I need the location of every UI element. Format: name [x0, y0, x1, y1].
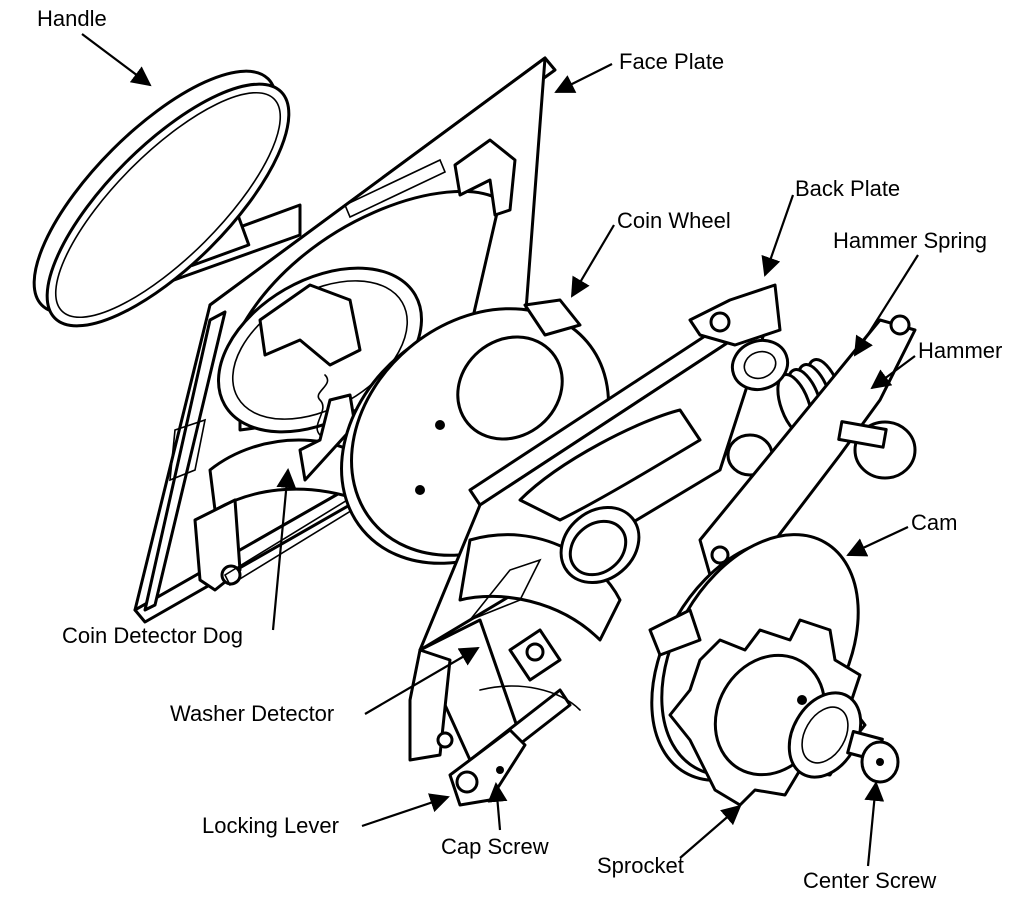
part-labels: Handle Face Plate Back Plate Coin Wheel … [37, 6, 1002, 893]
label-cam: Cam [911, 510, 957, 535]
label-cap-screw: Cap Screw [441, 834, 549, 859]
hammer-spring-leader [853, 254, 919, 357]
label-back-plate: Back Plate [795, 176, 900, 201]
label-sprocket: Sprocket [597, 853, 684, 878]
washer-detector-leader [364, 647, 480, 715]
label-hammer: Hammer [918, 338, 1002, 363]
label-hammer-spring: Hammer Spring [833, 228, 987, 253]
face-plate-part [133, 56, 557, 624]
locking-lever-leader [361, 793, 450, 828]
hammer-part [698, 314, 917, 577]
label-center-screw: Center Screw [803, 868, 936, 893]
label-face-plate: Face Plate [619, 49, 724, 74]
label-coin-wheel: Coin Wheel [617, 208, 731, 233]
leader-lines [81, 33, 919, 867]
cam-leader [846, 526, 909, 557]
center-screw-part [846, 729, 900, 784]
coin-wheel-leader [570, 224, 615, 298]
label-coin-detector-dog: Coin Detector Dog [62, 623, 243, 648]
label-washer-detector: Washer Detector [170, 701, 334, 726]
label-locking-lever: Locking Lever [202, 813, 339, 838]
locking-lever-part [448, 728, 527, 807]
coin-detector-dog-leader [271, 468, 297, 631]
sprocket-part [668, 618, 867, 807]
back-plate-leader [761, 194, 795, 277]
center-screw-leader [864, 781, 885, 867]
hammer-leader [870, 355, 916, 390]
back-plate-part [408, 283, 782, 777]
cap-screw-leader [487, 782, 508, 831]
label-handle: Handle [37, 6, 107, 31]
handle-part [32, 69, 302, 328]
handle-leader [81, 33, 152, 87]
face-plate-leader [554, 63, 613, 93]
sprocket-leader [679, 804, 742, 859]
